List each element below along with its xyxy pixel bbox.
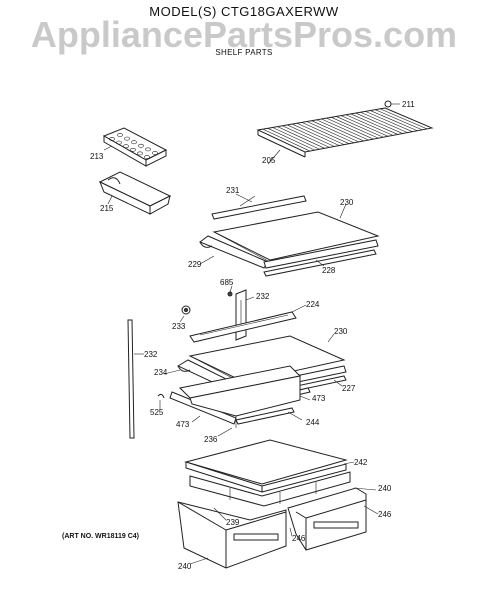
callout-233: 233 [172, 322, 186, 331]
wire-rod [287, 124, 335, 147]
wire-rod [375, 109, 423, 131]
dairy-bin-215 [98, 171, 172, 215]
screw-685 [227, 291, 233, 297]
wire-rod [262, 128, 311, 152]
callout-240-left: 240 [178, 562, 192, 571]
callout-227: 227 [342, 384, 356, 393]
callout-215: 215 [100, 204, 114, 213]
wire-rod [321, 118, 369, 141]
wire-rod [292, 123, 340, 146]
callout-234: 234 [154, 368, 168, 377]
watermark: AppliancePartsPros.com [30, 14, 458, 55]
clip-211 [384, 100, 400, 108]
callout-240-right: 240 [378, 484, 392, 493]
wire-rod [277, 126, 325, 149]
callout-685: 685 [220, 278, 234, 287]
wire-rod [301, 122, 350, 144]
drawer-frame-236 [178, 365, 302, 428]
egg-cup [109, 137, 115, 141]
callout-213: 213 [90, 152, 104, 161]
egg-cup [138, 143, 144, 148]
wire-rod [267, 128, 315, 151]
callout-246-right: 246 [378, 510, 392, 519]
leader-lines [103, 145, 379, 565]
callout-230-middle: 230 [334, 327, 348, 336]
wire-rod [331, 117, 379, 139]
crisper-cover-242 [184, 439, 348, 493]
glass-shelf-230-top [212, 211, 380, 263]
shelf-frame-229 [198, 235, 379, 269]
wire-rod [306, 121, 354, 144]
callout-473-right: 473 [312, 394, 326, 403]
egg-cup [152, 151, 158, 155]
callout-242: 242 [354, 458, 368, 467]
callout-211: 211 [402, 100, 415, 109]
callout-232-left: 232 [144, 350, 158, 359]
callout-228: 228 [322, 266, 336, 275]
bracket-232 [235, 289, 247, 341]
shelf-trim-231 [211, 195, 307, 220]
egg-cup [123, 144, 129, 149]
wire-rod [326, 117, 374, 140]
wire-rod [282, 125, 330, 148]
egg-cup [144, 155, 150, 159]
model-title: MODEL(S) CTG18GAXERWW [149, 4, 339, 19]
wire-rod [379, 108, 428, 130]
art-number: (ART NO. WR18119 C4) [62, 533, 140, 540]
side-rail-232 [127, 319, 135, 439]
egg-tray-213 [102, 127, 168, 167]
wire-rod [355, 112, 403, 134]
wire-rod [345, 114, 394, 136]
hook-525 [157, 393, 165, 399]
shelf-trim-224 [189, 311, 297, 343]
wire-rod [350, 113, 398, 135]
callout-224: 224 [306, 300, 320, 309]
egg-cup [124, 136, 130, 141]
wire-shelf-205 [256, 107, 434, 158]
wire-rod [272, 127, 320, 150]
egg-cup [116, 140, 122, 145]
wire-rod [370, 110, 418, 132]
wire-rod [296, 122, 345, 145]
crisper-frame [189, 471, 351, 507]
callout-244: 244 [306, 418, 320, 427]
callout-246-left: 246 [292, 534, 306, 543]
egg-cup [145, 147, 151, 152]
wire-rod [311, 120, 359, 143]
callout-205: 205 [262, 156, 276, 165]
wire-rod [336, 116, 384, 138]
crisper-drawer-240-left [177, 501, 287, 569]
callout-229: 229 [188, 260, 202, 269]
egg-cup [117, 133, 123, 137]
callout-236: 236 [204, 435, 218, 444]
callout-525: 525 [150, 408, 164, 417]
callout-231: 231 [226, 186, 240, 195]
egg-cup [130, 147, 136, 152]
egg-cup [137, 151, 143, 156]
section-title: SHELF PARTS [215, 48, 273, 57]
egg-cup [131, 140, 137, 145]
wire-rod [316, 119, 364, 142]
wire-rod [360, 111, 408, 133]
callout-239: 239 [226, 518, 240, 527]
wire-rod [340, 115, 389, 137]
callout-473-left: 473 [176, 420, 190, 429]
clip-233 [181, 305, 191, 315]
callout-230-top: 230 [340, 198, 354, 207]
wire-rod [365, 111, 413, 132]
callout-232-middle: 232 [256, 292, 270, 301]
